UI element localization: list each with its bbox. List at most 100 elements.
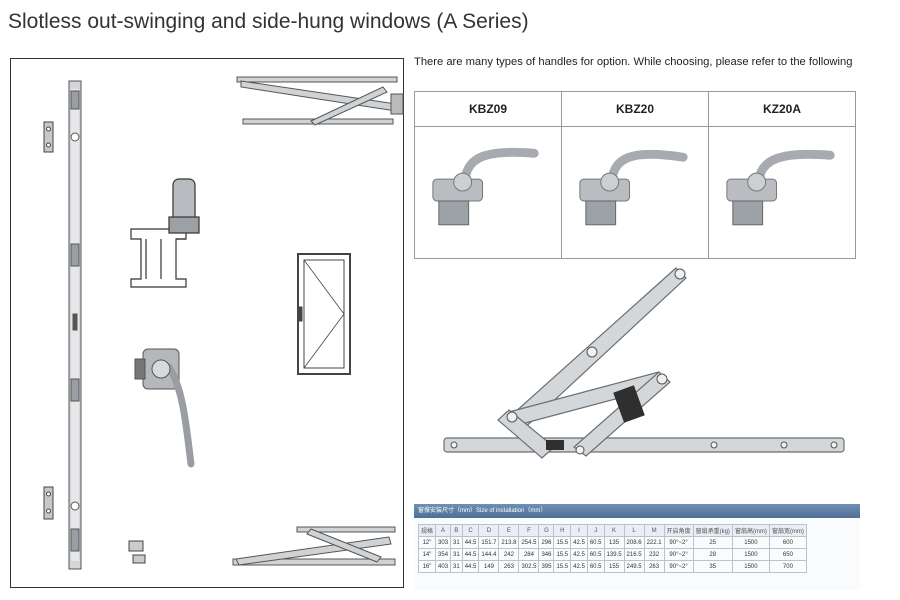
table-cell: 249.5 [623, 560, 645, 573]
table-cell: 284 [518, 548, 540, 561]
keeper-top [43, 121, 54, 153]
column-header: H [553, 524, 572, 537]
table-cell: 395 [538, 560, 555, 573]
table-cell: 222.1 [643, 536, 665, 549]
column-header: E [498, 524, 520, 537]
column-header: 窗扇承重(kg) [692, 524, 733, 537]
transmission-rod [68, 80, 82, 570]
table-cell: 15.5 [553, 548, 572, 561]
table-cell: 60.5 [586, 536, 605, 549]
table-cell: 15.5 [553, 536, 572, 549]
handle-image [726, 149, 835, 226]
handle-image [432, 147, 539, 226]
table-cell: 16" [417, 560, 437, 573]
table-cell: 213.8 [498, 536, 520, 549]
column-header: L [623, 524, 645, 537]
table-cell: 12" [417, 536, 437, 549]
table-cell: 208.6 [623, 536, 645, 549]
friction-pad [613, 385, 645, 423]
friction-stay-image [443, 267, 845, 459]
page-title: Slotless out-swinging and side-hung wind… [8, 10, 529, 33]
handle-model-label: KZ20A [709, 92, 855, 127]
hardware-drawing-panel [10, 58, 404, 588]
table-cell: 25 [692, 536, 733, 549]
table-cell: 1500 [731, 548, 770, 561]
table-cell: 14" [417, 548, 437, 561]
column-header: F [518, 524, 540, 537]
table-cell: 242 [498, 548, 520, 561]
table-cell: 44.5 [461, 560, 480, 573]
installation-table-heading: 窗撑安装尺寸（mm）Size of installation（mm） [414, 504, 860, 518]
table-cell: 232 [643, 548, 665, 561]
handle-option: KBZ20 [562, 92, 709, 258]
table-cell: 1500 [731, 560, 770, 573]
keeper-bottom [43, 486, 54, 520]
window-elevation [297, 253, 351, 375]
installation-table: 规格 A B C D E F G H I J K L M 开启角度 窗扇承重(k… [417, 524, 807, 573]
table-cell: 346 [538, 548, 555, 561]
profile-section [130, 178, 200, 288]
table-cell: 302.5 [518, 560, 540, 573]
column-header: C [461, 524, 480, 537]
table-cell: 135 [603, 536, 625, 549]
table-cell: 1500 [731, 536, 770, 549]
table-cell: 149 [478, 560, 500, 573]
table-cell: 44.5 [461, 536, 480, 549]
table-cell: 44.5 [461, 548, 480, 561]
table-cell: 650 [768, 548, 807, 561]
installation-size-table: 窗撑安装尺寸（mm）Size of installation（mm） 规格 A … [414, 504, 860, 590]
handle-model-label: KBZ09 [415, 92, 561, 127]
table-header-row: 规格 A B C D E F G H I J K L M 开启角度 窗扇承重(k… [417, 524, 807, 537]
column-header: 规格 [417, 524, 437, 537]
table-cell: 296 [538, 536, 555, 549]
table-cell: 35 [692, 560, 733, 573]
table-cell: 60.5 [586, 548, 605, 561]
table-cell: 263 [643, 560, 665, 573]
hardware-drawing [43, 76, 404, 570]
table-cell: 31 [450, 560, 463, 573]
handle-drawing [134, 348, 195, 468]
column-header: B [450, 524, 463, 537]
handle-model-label: KBZ20 [562, 92, 708, 127]
table-cell: 216.5 [623, 548, 645, 561]
table-cell: 254.5 [518, 536, 540, 549]
column-header: A [435, 524, 452, 537]
table-cell: 90°~2° [663, 548, 694, 561]
handle-note: There are many types of handles for opti… [414, 56, 853, 68]
small-parts [128, 540, 146, 564]
handle-option: KZ20A [709, 92, 855, 258]
friction-stay-top [236, 76, 404, 126]
table-cell: 155 [603, 560, 625, 573]
table-cell: 42.5 [570, 560, 588, 573]
table-cell: 31 [450, 548, 463, 561]
table-cell: 31 [450, 536, 463, 549]
table-cell: 15.5 [553, 560, 572, 573]
table-cell: 354 [435, 548, 452, 561]
table-cell: 600 [768, 536, 807, 549]
column-header: D [478, 524, 500, 537]
column-header: 开启角度 [663, 524, 694, 537]
table-cell: 90°~2° [663, 536, 694, 549]
table-cell: 403 [435, 560, 452, 573]
handle-options-table: KBZ09 KBZ20 KZ20A [414, 91, 856, 259]
table-cell: 90°~2° [663, 560, 694, 573]
friction-stay-bottom [232, 526, 396, 566]
table-cell: 42.5 [570, 536, 588, 549]
table-cell: 303 [435, 536, 452, 549]
column-header: M [643, 524, 665, 537]
table-cell: 28 [692, 548, 733, 561]
column-header: 窗扇宽(mm) [768, 524, 807, 537]
table-cell: 144.4 [478, 548, 500, 561]
column-header: I [570, 524, 588, 537]
column-header: 窗扇高(mm) [731, 524, 770, 537]
table-cell: 700 [768, 560, 807, 573]
table-cell: 263 [498, 560, 520, 573]
handle-option: KBZ09 [415, 92, 562, 258]
table-cell: 151.7 [478, 536, 500, 549]
table-cell: 42.5 [570, 548, 588, 561]
column-header: J [586, 524, 605, 537]
